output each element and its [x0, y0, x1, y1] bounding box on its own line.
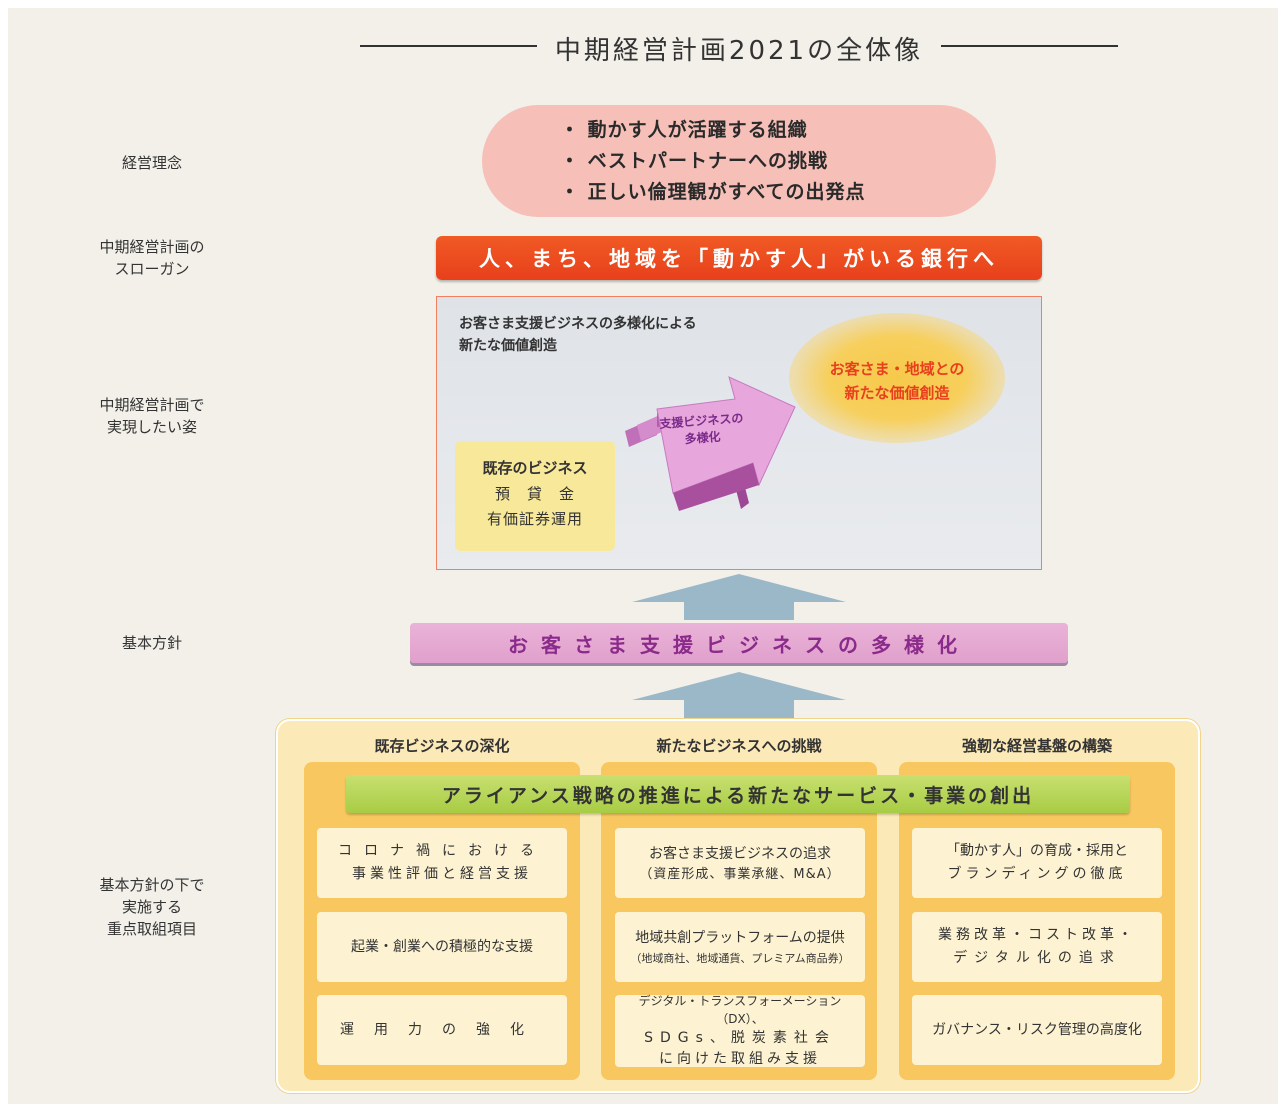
existing-business-box: 既存のビジネス 預 貸 金 有価証券運用: [455, 441, 615, 551]
item-line: ブランディングの徹底: [947, 866, 1127, 882]
row-label-line: 基本方針: [121, 634, 182, 652]
goal-line: 新たな価値創造: [844, 384, 950, 402]
row-label-priorities: 基本方針の下で 実施する 重点取組項目: [52, 874, 252, 940]
goal-line: お客さま・地域との: [829, 360, 965, 378]
diversification-arrow-icon: [625, 376, 796, 511]
priority-item: デジタル・トランスフォーメーション（DX）、 SDGs、脱炭素社会 に向けた取組…: [615, 994, 865, 1067]
item-line: 業務改革・コスト改革・: [938, 927, 1136, 943]
diagram-title: 中期経営計画2021の全体像: [360, 28, 1118, 68]
philosophy-item: ・ 動かす人が活躍する組織: [560, 118, 808, 141]
item-line: デジタル化の追求: [953, 950, 1121, 966]
row-label-basic-policy: 基本方針: [52, 632, 252, 654]
item-line: 起業・創業への積極的な支援: [351, 938, 533, 955]
item-line: お客さま支援ビジネスの追求: [649, 845, 831, 862]
row-label-line: 経営理念: [121, 154, 182, 172]
philosophy-box: ・ 動かす人が活躍する組織 ・ ベストパートナーへの挑戦 ・ 正しい倫理観がすべ…: [482, 105, 996, 217]
basic-policy-text: お客さま支援ビジネスの多様化: [508, 632, 970, 657]
priority-item: お客さま支援ビジネスの追求 （資産形成、事業承継、M&A）: [615, 828, 865, 898]
alliance-text: アライアンス戦略の推進による新たなサービス・事業の創出: [441, 784, 1035, 807]
row-label-line: 基本方針の下で: [99, 876, 205, 894]
row-label-line: 実現したい姿: [106, 418, 197, 436]
goal-text: お客さま・地域との 新たな価値創造: [789, 357, 1005, 405]
vision-heading-line: 新たな価値創造: [459, 338, 557, 354]
item-line: 事業性評価と経営支援: [352, 866, 532, 882]
slogan-text: 人、まち、地域を「動かす人」がいる銀行へ: [479, 247, 999, 271]
philosophy-item: ・ ベストパートナーへの挑戦: [560, 149, 828, 172]
item-line: 運用力の強化: [340, 1021, 544, 1038]
vision-box: お客さま支援ビジネスの多様化による 新たな価値創造 お客さま・地域との 新たな価…: [436, 296, 1042, 570]
row-label-philosophy: 経営理念: [52, 152, 252, 174]
row-label-line: スローガン: [114, 260, 190, 278]
up-arrow-icon: [632, 574, 846, 620]
existing-business-line: 預 貸 金: [494, 485, 575, 503]
priority-item: 運用力の強化: [317, 995, 567, 1065]
item-line: コロナ禍における: [338, 843, 546, 859]
title-text: 中期経営計画2021の全体像: [536, 36, 942, 66]
column-heading: 新たなビジネスへの挑戦: [656, 737, 822, 755]
basic-policy-banner: お客さま支援ビジネスの多様化: [410, 623, 1068, 663]
column-heading: 既存ビジネスの深化: [374, 737, 510, 755]
existing-business-title: 既存のビジネス: [482, 459, 588, 477]
row-label-line: 重点取組項目: [106, 920, 197, 938]
existing-business-line: 有価証券運用: [486, 510, 583, 528]
alliance-banner: アライアンス戦略の推進による新たなサービス・事業の創出: [346, 775, 1130, 813]
priority-item: 地域共創プラットフォームの提供 （地域商社、地域通貨、プレミアム商品券）: [615, 912, 865, 982]
philosophy-item: ・ 正しい倫理観がすべての出発点: [560, 180, 866, 203]
priority-item: コロナ禍における 事業性評価と経営支援: [317, 828, 567, 898]
item-line: デジタル・トランスフォーメーション（DX）、: [638, 994, 842, 1026]
goal-glow: [789, 313, 1005, 443]
priority-item: 起業・創業への積極的な支援: [317, 912, 567, 982]
item-line: SDGs、脱炭素社会: [644, 1030, 836, 1046]
item-note: （資産形成、事業承継、M&A）: [639, 866, 841, 882]
row-label-line: 中期経営計画で: [99, 396, 205, 414]
row-label-line: 中期経営計画の: [99, 238, 205, 256]
priority-item: 「動かす人」の育成・採用と ブランディングの徹底: [912, 828, 1162, 898]
column-heading: 強靭な経営基盤の構築: [961, 737, 1112, 755]
priority-item: ガバナンス・リスク管理の高度化: [912, 995, 1162, 1065]
slogan-banner: 人、まち、地域を「動かす人」がいる銀行へ: [436, 236, 1042, 280]
row-label-slogan: 中期経営計画の スローガン: [52, 236, 252, 280]
vision-heading: お客さま支援ビジネスの多様化による 新たな価値創造: [459, 313, 697, 357]
up-arrow-icon: [632, 672, 846, 718]
item-line: 地域共創プラットフォームの提供: [635, 929, 845, 946]
item-line: 「動かす人」の育成・採用と: [946, 843, 1128, 859]
item-note: （地域商社、地域通貨、プレミアム商品券）: [630, 951, 850, 965]
row-label-vision: 中期経営計画で 実現したい姿: [52, 394, 252, 438]
item-line: に向けた取組み支援: [659, 1051, 821, 1067]
vision-heading-line: お客さま支援ビジネスの多様化による: [459, 316, 697, 332]
priority-item: 業務改革・コスト改革・ デジタル化の追求: [912, 912, 1162, 982]
row-label-line: 実施する: [121, 898, 182, 916]
item-line: ガバナンス・リスク管理の高度化: [932, 1021, 1142, 1038]
